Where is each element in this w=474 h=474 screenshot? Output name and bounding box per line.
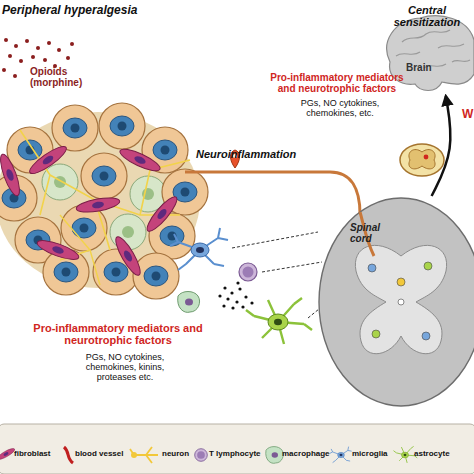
section-heading: Peripheral hyperalgesia — [2, 4, 162, 17]
glial-cell — [368, 264, 376, 272]
grey-matter — [355, 245, 446, 353]
central-canal — [398, 299, 404, 305]
organ-label: Brain — [406, 62, 446, 73]
pathway-arrow — [432, 96, 451, 196]
mediator-heading: Pro-inflammatory mediators and neurotrop… — [262, 72, 412, 94]
node-outline — [316, 196, 474, 408]
section-heading: Neuroinflammation — [196, 148, 326, 160]
cut-label: W — [462, 108, 474, 121]
legend-entry: fibroblast — [14, 450, 50, 459]
mediator-list: PGs, NO cytokines, chemokines, etc. — [298, 98, 382, 118]
glial-cell — [397, 278, 405, 286]
legend-entry: macrophage — [282, 450, 330, 459]
glial-cell — [372, 330, 380, 338]
spinal-cord-node: Spinal cord — [316, 196, 474, 408]
section-heading: Central sensitization — [384, 4, 470, 29]
drug-label: Opioids (morphine) — [30, 66, 90, 88]
legend-entry: microglia — [352, 450, 388, 459]
mediator-heading: Pro-inflammatory mediators and neurotrop… — [30, 322, 206, 347]
mediator-list: PGs, NO cytokines, chemokines, kinins, p… — [70, 352, 180, 382]
spinal-cord-shape — [319, 198, 474, 406]
organ-label: Spinal cord — [350, 222, 396, 244]
legend-entry: astrocyte — [414, 450, 450, 459]
legend-entry: blood vessel — [75, 450, 123, 459]
glial-cell — [424, 262, 432, 270]
legend-entry: T lymphocyte — [209, 450, 261, 459]
glial-cell — [422, 332, 430, 340]
legend-entry: neuron — [162, 450, 189, 459]
